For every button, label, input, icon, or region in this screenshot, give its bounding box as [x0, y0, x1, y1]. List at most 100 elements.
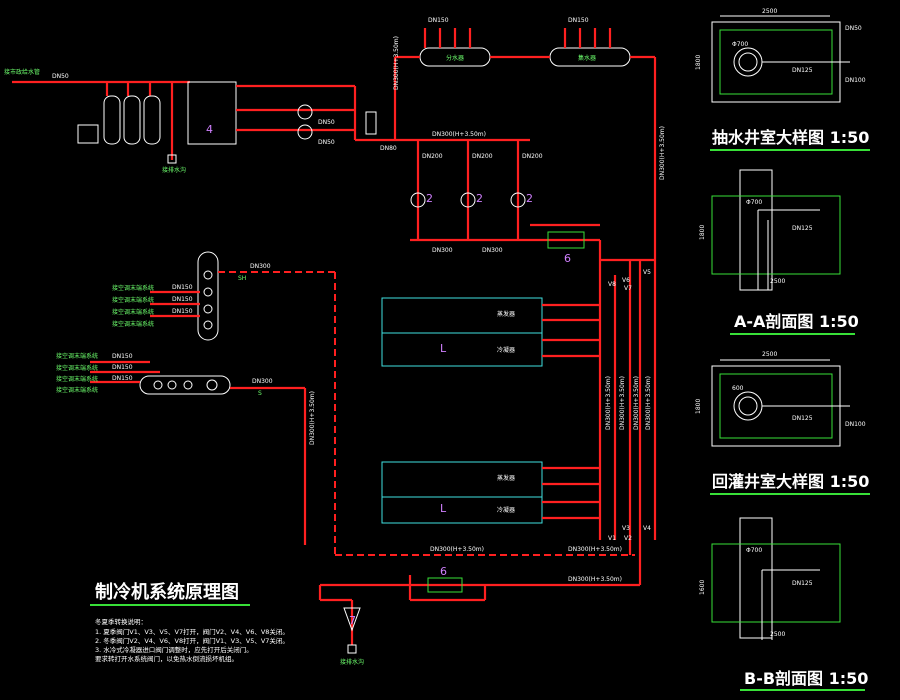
circ-pump-3 — [510, 192, 526, 208]
dim-2500-a: 2500 — [762, 8, 777, 15]
valve-v4: V4 — [643, 525, 651, 532]
num-6b: 6 — [440, 565, 447, 578]
ground-water-drums: DN150 DN150 DN150 接空调末端系统 接空调末端系统 接空调末端系… — [56, 251, 635, 556]
title-pump-well: 抽水井室大样图 1:50 — [712, 128, 869, 147]
filter-1 — [547, 231, 585, 249]
makeup-pump-1 — [297, 104, 313, 120]
num-6a: 6 — [564, 252, 571, 265]
notes-line1: 1. 夏季阀门V1、V3、V5、V7打开，阀门V2、V4、V6、V8关闭。 — [95, 627, 289, 636]
title-section-bb: B-B剖面图 1:50 — [744, 669, 868, 688]
drum-horizontal — [139, 375, 231, 395]
expansion-tank — [365, 111, 377, 135]
label-bottom-a: DN300(H+3.50m) — [430, 546, 484, 553]
label-dn100-b: DN100 — [845, 421, 866, 428]
label-dn150-top2: DN150 — [568, 17, 589, 24]
num-2b: 2 — [476, 192, 483, 205]
label-system-a: 接空调末端系统 — [112, 284, 154, 292]
notes-heading: 冬夏季转换说明： — [95, 617, 147, 626]
label-drain-bottom: 接排水沟 — [340, 658, 364, 666]
detail-recharge-well: 2500 600 DN125 DN100 1800 回灌井室大样图 1:50 — [695, 351, 870, 495]
dim-700-d: Φ700 — [746, 547, 762, 554]
label-dn50-pump2: DN50 — [318, 139, 335, 146]
detail-section-aa: Φ700 DN125 2500 1800 A-A剖面图 1:50 — [699, 169, 859, 335]
notes-line4: 要求转打开水系统阀门，以免热水倒流损坏机组。 — [95, 654, 238, 663]
dim-2500-d: 2500 — [770, 631, 785, 638]
label-dn50-detail: DN50 — [845, 25, 862, 32]
label-dn300-b: DN300 — [482, 247, 503, 254]
label-riser-left: DN300(H+3.50m) — [393, 36, 400, 90]
label-dn200-a: DN200 — [422, 153, 443, 160]
label-evap-2: 蒸发器 — [497, 474, 515, 482]
label-dn300-down: DN300(H+3.50m) — [309, 391, 316, 445]
drain-valve-bottom — [347, 644, 357, 654]
label-system-g: 接空调末端系统 — [56, 375, 98, 383]
valve-v2: V2 — [624, 535, 632, 542]
label-system-d: 接空调末端系统 — [112, 320, 154, 328]
title-section-aa: A-A剖面图 1:50 — [734, 312, 859, 331]
label-dn150-a: DN150 — [172, 284, 193, 291]
label-dn300-drum: DN300 — [250, 263, 271, 270]
label-l1: L — [440, 342, 447, 355]
label-dn150-b: DN150 — [172, 296, 193, 303]
notes-line3: 3. 水冷式冷凝器进口阀门调整时，应先打开后关闭门。 — [95, 645, 253, 654]
label-system-c: 接空调末端系统 — [112, 308, 154, 316]
label-system-e: 接空调末端系统 — [56, 352, 98, 360]
valve-v7: V7 — [624, 285, 632, 292]
label-dn150-d: DN150 — [112, 353, 133, 360]
label-bottom-c: DN300(H+3.50m) — [568, 576, 622, 583]
label-tank: 分水器 — [446, 54, 464, 62]
label-dn300-drum2: DN300 — [252, 378, 273, 385]
dim-1800-b: 1800 — [699, 225, 706, 240]
mark-sh: SH — [238, 275, 246, 282]
filter-2 — [427, 577, 463, 593]
label-dn200-c: DN200 — [522, 153, 543, 160]
label-v-b: DN300(H+3.50m) — [619, 376, 626, 430]
water-treatment-area: DN50 接市政给水管 接排水沟 4 — [4, 68, 237, 174]
label-header-pipe: DN300(H+3.50m) — [432, 131, 486, 138]
label-system-f: 接空调末端系统 — [56, 364, 98, 372]
notes-block: 冬夏季转换说明： 1. 夏季阀门V1、V3、V5、V7打开，阀门V2、V4、V6… — [95, 617, 289, 663]
separator — [343, 607, 361, 632]
notes-line2: 2. 冬季阀门V2、V4、V6、V8打开，阀门V1、V3、V5、V7关闭。 — [95, 636, 289, 645]
label-l2: L — [440, 502, 447, 515]
dim-2500-b: 2500 — [770, 278, 785, 285]
label-dn125-b: DN125 — [792, 225, 813, 232]
label-dn200-b: DN200 — [472, 153, 493, 160]
valve-v3: V3 — [622, 525, 630, 532]
label-system-h: 接空调末端系统 — [56, 386, 98, 394]
label-v-d: DN300(H+3.50m) — [645, 376, 652, 430]
label-inlet: 接市政给水管 — [4, 68, 40, 76]
valve-v6: V6 — [622, 277, 630, 284]
header-tanks: 分水器 集水器 DN150 DN150 — [395, 17, 655, 67]
chiller-2-evaporator — [381, 461, 543, 498]
drain-valve — [167, 154, 177, 164]
label-system-b: 接空调末端系统 — [112, 296, 154, 304]
label-dn150-c: DN150 — [172, 308, 193, 315]
label-riser-right: DN300(H+3.50m) — [659, 126, 666, 180]
num-2c: 2 — [526, 192, 533, 205]
makeup-pump-2 — [297, 124, 313, 140]
label-evap-1: 蒸发器 — [497, 310, 515, 318]
dim-2500-c: 2500 — [762, 351, 777, 358]
softener-tank-2 — [123, 95, 141, 145]
mark-s: S — [258, 390, 262, 397]
chiller-1-condenser — [381, 332, 543, 367]
valve-v1: V1 — [608, 535, 616, 542]
label-v-c: DN300(H+3.50m) — [633, 376, 640, 430]
label-dn150-top: DN150 — [428, 17, 449, 24]
label-dn80: DN80 — [380, 145, 397, 152]
num-7: 7 — [349, 614, 356, 627]
makeup-pumps: DN50 DN50 DN80 — [236, 84, 410, 152]
circulation-pumps: 2 2 2 DN200 DN200 DN200 DN300 DN300 6 — [410, 140, 600, 265]
dim-1600: 1600 — [699, 580, 706, 595]
label-dn150-f: DN150 — [112, 375, 133, 382]
valve-v8: V8 — [608, 281, 616, 288]
label-tank2: 集水器 — [578, 54, 596, 62]
chiller-2-condenser — [381, 496, 543, 524]
water-tank — [187, 81, 237, 145]
dim-700-a: Φ700 — [732, 41, 748, 48]
detail-section-bb: Φ700 DN125 2500 1600 B-B剖面图 1:50 — [699, 517, 868, 691]
label-dn125-c: DN125 — [792, 415, 813, 422]
label-bottom-b: DN300(H+3.50m) — [568, 546, 622, 553]
